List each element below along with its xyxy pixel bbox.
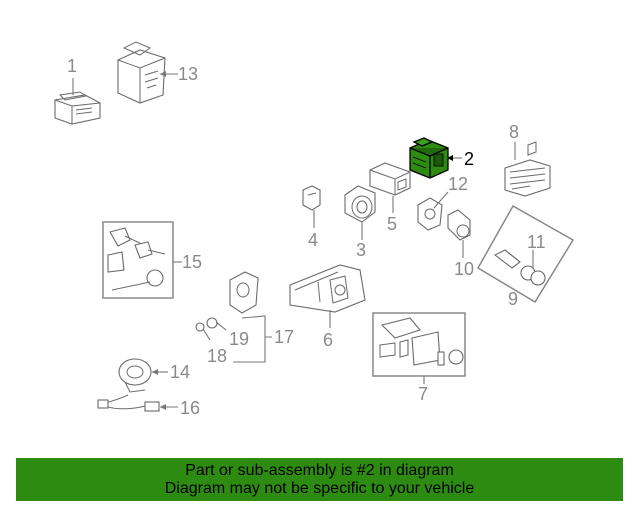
box-15 [102,221,174,299]
callout-6: 6 [323,330,333,350]
callout-16: 16 [180,398,200,418]
part-14[interactable] [118,358,152,393]
part-6[interactable] [289,264,366,313]
part-8[interactable] [504,141,551,197]
callout-8: 8 [509,122,519,142]
banner-line-2: Diagram may not be specific to your vehi… [164,480,475,497]
callout-4: 4 [308,230,318,250]
callout-2: 2 [464,149,474,169]
callout-15: 15 [182,252,202,272]
callout-18: 18 [207,346,227,366]
callout-14: 14 [170,362,190,382]
leader-12 [433,191,449,209]
callout-9: 9 [508,289,518,309]
banner-background [16,458,623,501]
banner-line-1: Part or sub-assembly is #2 in diagram [185,462,454,479]
part-2-highlighted[interactable] [409,137,449,179]
part-3[interactable] [344,185,376,223]
callout-7: 7 [418,384,428,404]
part-13[interactable] [117,41,166,104]
callout-3: 3 [356,240,366,260]
callout-10: 10 [454,259,474,279]
part-1[interactable] [54,91,101,125]
callout-1: 1 [67,56,77,76]
part-18[interactable] [195,322,211,341]
part-19[interactable] [206,317,227,331]
callout-5: 5 [387,214,397,234]
callout-13: 13 [178,64,198,84]
info-banner: Part or sub-assembly is #2 in diagram Di… [16,458,623,501]
callout-17: 17 [274,327,294,347]
callout-11: 11 [527,232,546,252]
callout-12: 12 [448,174,468,194]
box-7 [372,312,466,377]
part-5[interactable] [369,162,411,196]
part-10[interactable] [447,209,471,241]
part-4[interactable] [302,185,321,211]
box-9 [476,204,575,304]
part-16[interactable] [97,394,160,412]
leader-17 [233,315,272,363]
part-17[interactable] [229,271,259,314]
callout-19: 19 [229,329,249,349]
